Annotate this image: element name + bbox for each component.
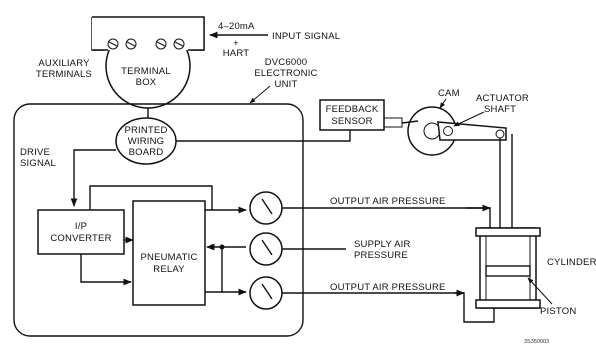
- cam: CAM: [401, 88, 460, 156]
- current-signal-label: 4–20mA: [218, 21, 255, 32]
- output-line-top: [282, 207, 491, 228]
- actuator-label-2: SHAFT: [484, 104, 516, 115]
- unit-label-1: DVC6000: [265, 57, 308, 68]
- output-line-bottom: [282, 292, 495, 323]
- supply-label-2: PRESSURE: [354, 250, 408, 261]
- cylinder-label: CYLINDER: [547, 257, 596, 268]
- pwb-label-3: BOARD: [129, 147, 164, 158]
- input-signal-label: INPUT SIGNAL: [272, 31, 340, 42]
- drive-label-1: DRIVE: [20, 147, 50, 158]
- feedback-label-1: FEEDBACK: [326, 104, 379, 115]
- auxiliary-label-1: AUXILIARY: [38, 58, 90, 69]
- pwb-label-2: WIRING: [128, 136, 165, 147]
- output-air-bottom-label: OUTPUT AIR PRESSURE: [330, 282, 446, 293]
- terminal-screws: [107, 38, 185, 50]
- actuator-shaft: ACTUATOR SHAFT: [437, 93, 529, 141]
- ip-label-1: I/P: [75, 221, 87, 232]
- cam-label: CAM: [438, 88, 460, 99]
- relay-label-2: RELAY: [153, 264, 185, 275]
- ip-converter: I/P CONVERTER: [37, 209, 125, 255]
- drive-signal-line: [70, 149, 116, 207]
- terminal-label-1: TERMINAL: [121, 66, 171, 77]
- ip-label-2: CONVERTER: [50, 233, 111, 244]
- gauge-output-bottom: [249, 276, 283, 310]
- figure-code: 3S350003: [524, 339, 549, 345]
- piston: [485, 265, 531, 277]
- input-signal: 4–20mA + HART INPUT SIGNAL: [209, 21, 340, 59]
- unit-leader-arrow: [249, 85, 271, 104]
- terminal-label-2: BOX: [136, 77, 157, 88]
- cylinder: CYLINDER: [475, 227, 596, 309]
- piston-label: PISTON: [540, 306, 576, 317]
- terminal-box: TERMINAL BOX: [91, 16, 205, 109]
- supply-label-1: SUPPLY AIR: [354, 239, 411, 250]
- printed-wiring-board: PRINTED WIRING BOARD: [115, 117, 177, 165]
- feedback-label-2: SENSOR: [331, 116, 372, 127]
- gauge-output-top: [249, 191, 283, 225]
- gauge-supply: [249, 232, 283, 266]
- feedback-wire: [176, 130, 351, 142]
- pwb-label-1: PRINTED: [124, 125, 167, 136]
- actuator-label-1: ACTUATOR: [476, 93, 529, 104]
- hart-label: HART: [223, 48, 250, 59]
- output-air-top-label: OUTPUT AIR PRESSURE: [330, 196, 446, 207]
- pneumatic-relay: PNEUMATIC RELAY: [132, 200, 206, 306]
- auxiliary-label-2: TERMINALS: [36, 69, 92, 80]
- plus-label: +: [233, 38, 239, 49]
- relay-label-1: PNEUMATIC: [140, 252, 197, 263]
- unit-label-2: ELECTRONIC: [254, 68, 317, 79]
- drive-label-2: SIGNAL: [20, 158, 56, 169]
- feedback-sensor: FEEDBACK SENSOR: [319, 99, 403, 131]
- unit-label-3: UNIT: [275, 79, 298, 90]
- internal-feedback-line: [89, 185, 213, 210]
- electronic-unit-housing: [13, 103, 304, 337]
